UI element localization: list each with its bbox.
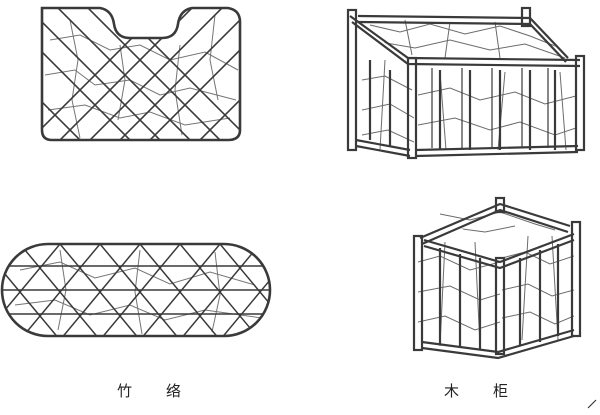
bamboo-weave bbox=[42, 8, 240, 140]
caption-char: 柜 bbox=[493, 382, 509, 400]
caption-bamboo-cage: 竹络 bbox=[117, 380, 181, 401]
caption-char: 木 bbox=[444, 382, 460, 400]
caption-wooden-crib: 木柜 bbox=[444, 380, 508, 401]
timber-frame bbox=[412, 196, 582, 360]
wooden-crib-large bbox=[346, 6, 586, 160]
wooden-crib-small bbox=[412, 196, 582, 360]
stone-top bbox=[369, 19, 566, 59]
caption-char: 络 bbox=[166, 382, 182, 400]
caption-char: 竹 bbox=[117, 382, 133, 400]
stone-cracks bbox=[14, 249, 263, 335]
stray-mark bbox=[587, 399, 597, 409]
stone-front bbox=[418, 72, 576, 150]
timber-frame bbox=[346, 6, 586, 160]
bamboo-weave bbox=[2, 244, 270, 336]
bamboo-cage-rectangular bbox=[40, 6, 242, 142]
stone-right bbox=[502, 236, 574, 340]
bamboo-cage-oval bbox=[0, 242, 272, 338]
